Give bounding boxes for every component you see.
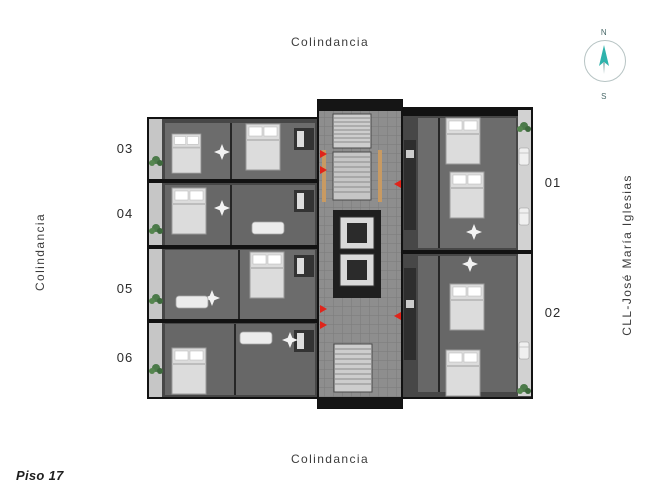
right-units-block <box>401 107 533 399</box>
unit-label-01: 01 <box>544 175 562 190</box>
label-colindancia-top: Colindancia <box>290 35 370 49</box>
corridor-core <box>317 99 403 409</box>
unit-label-06: 06 <box>116 350 134 365</box>
label-colindancia-bottom: Colindancia <box>290 452 370 466</box>
compass-south-label: S <box>601 92 607 101</box>
balcony-left <box>149 119 162 397</box>
compass: N S <box>580 28 628 102</box>
compass-needle-icon <box>599 45 609 74</box>
compass-north-label: N <box>600 28 608 37</box>
left-units-block <box>147 117 319 399</box>
unit-label-02: 02 <box>544 305 562 320</box>
elevators <box>333 210 381 298</box>
compass-ring <box>584 40 626 82</box>
unit-label-03: 03 <box>116 141 134 156</box>
stairs-top <box>332 113 372 149</box>
unit-label-05: 05 <box>116 281 134 296</box>
unit-label-04: 04 <box>116 206 134 221</box>
bathrooms-left <box>294 128 314 352</box>
stairs-bottom <box>333 343 373 393</box>
floor-title: Piso 17 <box>16 468 64 483</box>
stairs-mid <box>322 150 382 202</box>
